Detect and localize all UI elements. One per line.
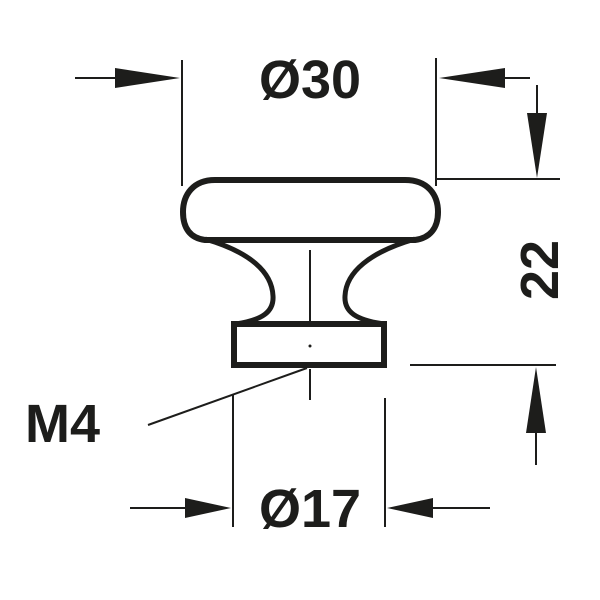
height-label: 22 <box>510 240 570 300</box>
knob-neck-right <box>342 236 416 327</box>
diameter-top-label: Ø30 <box>259 50 361 110</box>
diameter-bottom-label: Ø17 <box>259 479 361 539</box>
knob-neck-left <box>204 236 276 327</box>
arrow-down-icon <box>527 113 547 178</box>
knob-base <box>231 321 387 368</box>
knob-cap-outline <box>179 177 442 243</box>
arrow-right-icon <box>185 498 231 518</box>
arrow-left-icon <box>387 498 433 518</box>
thread-center-dot <box>308 344 312 348</box>
thread-leader-line <box>147 367 308 426</box>
thread-label: M4 <box>25 394 100 454</box>
arrow-up-icon <box>526 367 546 433</box>
arrow-right-icon <box>115 68 180 88</box>
arrow-left-icon <box>439 68 505 88</box>
